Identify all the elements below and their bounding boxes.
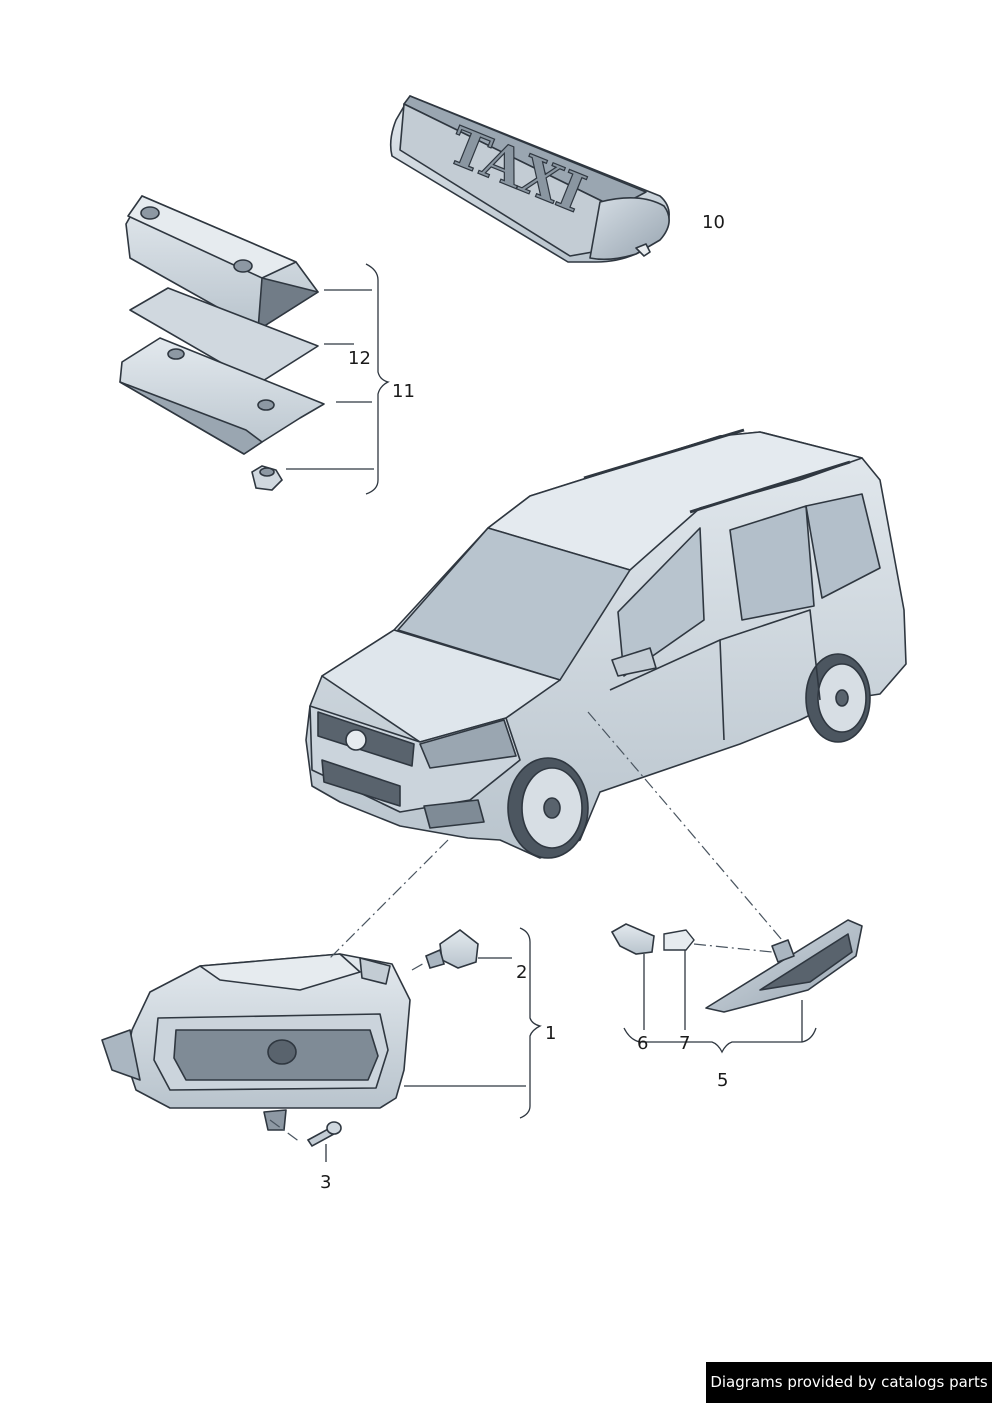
taxi-roof-sign <box>389 95 670 263</box>
leader-lines-fog-light <box>325 927 542 1162</box>
callout-11: 11 <box>392 381 415 402</box>
sign-mount-gasket <box>129 287 319 385</box>
leader-lines-marker <box>623 950 817 1054</box>
marker-socket <box>610 923 655 955</box>
assembly-lines <box>269 711 783 1143</box>
vehicle-body <box>305 428 907 859</box>
fog-light-housing <box>101 953 411 1131</box>
credit-badge: Diagrams provided by catalogs parts <box>706 1362 992 1403</box>
callout-1: 1 <box>545 1023 557 1044</box>
sign-mount-base <box>125 195 319 331</box>
callout-6: 6 <box>637 1033 649 1054</box>
fog-light-bulb <box>425 929 479 969</box>
marker-bulb <box>663 929 695 951</box>
fog-light-screw <box>306 1121 342 1148</box>
sign-mount-plate <box>119 337 325 455</box>
side-marker-light <box>705 919 863 1013</box>
leader-lines-mount <box>286 263 390 495</box>
callout-2: 2 <box>516 962 528 983</box>
sign-mount-nut <box>251 465 284 491</box>
callout-10: 10 <box>702 212 725 233</box>
callout-12: 12 <box>348 348 371 369</box>
callout-7: 7 <box>679 1033 691 1054</box>
callout-3: 3 <box>320 1172 332 1193</box>
callout-5: 5 <box>717 1070 729 1091</box>
